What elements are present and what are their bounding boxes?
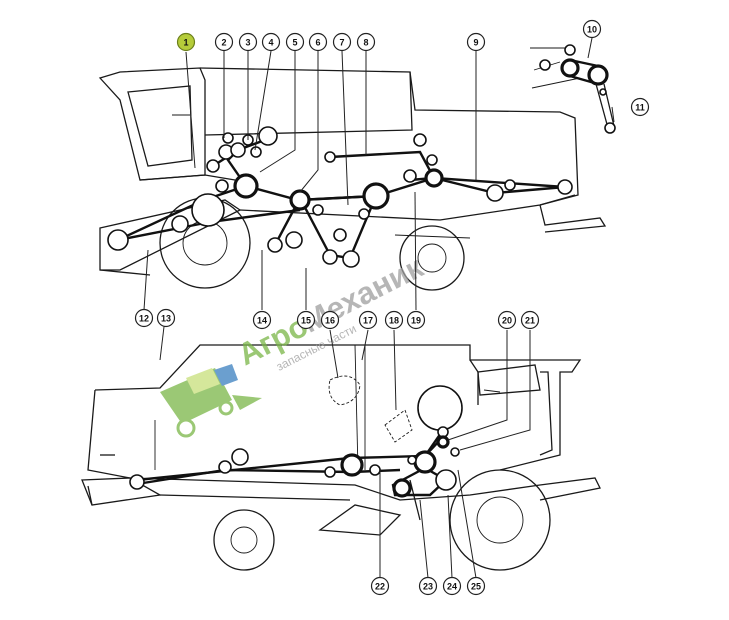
callout-number: 6 — [315, 38, 320, 48]
callout-23: 23 — [418, 576, 438, 596]
callout-number: 16 — [325, 316, 335, 326]
callout-14: 14 — [252, 310, 272, 330]
callout-number: 2 — [221, 38, 226, 48]
callout-marker — [358, 310, 378, 330]
callout-marker — [320, 310, 340, 330]
callout-18: 18 — [384, 310, 404, 330]
callout-marker — [308, 32, 328, 52]
bottom-combine-outline — [81, 344, 601, 571]
callout-3: 3 — [238, 32, 258, 52]
callout-number: 19 — [411, 316, 421, 326]
callout-marker — [630, 97, 650, 117]
callout-marker — [582, 19, 602, 39]
callout-19: 19 — [406, 310, 426, 330]
callout-marker — [261, 32, 281, 52]
callout-15: 15 — [296, 310, 316, 330]
callout-marker — [370, 576, 390, 596]
callout-marker — [156, 308, 176, 328]
callout-marker — [406, 310, 426, 330]
combine-harvester-logo-icon — [160, 364, 262, 438]
callout-4: 4 — [261, 32, 281, 52]
callout-number: 10 — [587, 25, 597, 35]
callout-number: 13 — [161, 314, 171, 324]
callout-marker — [296, 310, 316, 330]
callout-22: 22 — [370, 576, 390, 596]
callout-24: 24 — [442, 576, 462, 596]
callout-number: 9 — [473, 38, 478, 48]
callout-9: 9 — [466, 32, 486, 52]
callout-number: 20 — [502, 316, 512, 326]
callout-12: 12 — [134, 308, 154, 328]
callout-17: 17 — [358, 310, 378, 330]
callout-marker — [466, 576, 486, 596]
callout-marker — [214, 32, 234, 52]
callout-11: 11 — [630, 97, 650, 117]
callout-number: 21 — [525, 316, 535, 326]
inset-detail — [530, 44, 616, 134]
callout-5: 5 — [285, 32, 305, 52]
callout-20: 20 — [497, 310, 517, 330]
callout-1: 1 — [176, 32, 196, 52]
callout-number: 25 — [471, 582, 481, 592]
callout-marker — [356, 32, 376, 52]
callout-16: 16 — [320, 310, 340, 330]
callout-marker — [252, 310, 272, 330]
callout-marker — [442, 576, 462, 596]
callout-number: 1 — [183, 38, 188, 48]
top-belt-drives — [107, 126, 573, 268]
callout-marker — [520, 310, 540, 330]
callout-marker — [384, 310, 404, 330]
callout-number: 12 — [139, 314, 149, 324]
callout-marker — [418, 576, 438, 596]
callout-marker — [134, 308, 154, 328]
callout-8: 8 — [356, 32, 376, 52]
callout-marker — [466, 32, 486, 52]
callout-number: 14 — [257, 316, 267, 326]
callout-marker — [332, 32, 352, 52]
callout-number: 17 — [363, 316, 373, 326]
callout-number: 24 — [447, 582, 457, 592]
callout-number: 15 — [301, 316, 311, 326]
callout-2: 2 — [214, 32, 234, 52]
callout-number: 3 — [245, 38, 250, 48]
callout-10: 10 — [582, 19, 602, 39]
callout-number: 18 — [389, 316, 399, 326]
callout-number: 7 — [339, 38, 344, 48]
callout-number: 4 — [268, 38, 273, 48]
bottom-belt-drives — [129, 385, 463, 498]
callout-marker — [497, 310, 517, 330]
callout-13: 13 — [156, 308, 176, 328]
top-combine-outline — [98, 67, 607, 291]
callout-number: 5 — [292, 38, 297, 48]
callout-number: 11 — [635, 103, 645, 113]
callout-marker — [285, 32, 305, 52]
callout-number: 22 — [375, 582, 385, 592]
callout-number: 23 — [423, 582, 433, 592]
callout-number: 8 — [363, 38, 368, 48]
callout-25: 25 — [466, 576, 486, 596]
callout-marker — [238, 32, 258, 52]
callout-7: 7 — [332, 32, 352, 52]
callout-marker — [176, 32, 196, 52]
callout-21: 21 — [520, 310, 540, 330]
callout-6: 6 — [308, 32, 328, 52]
